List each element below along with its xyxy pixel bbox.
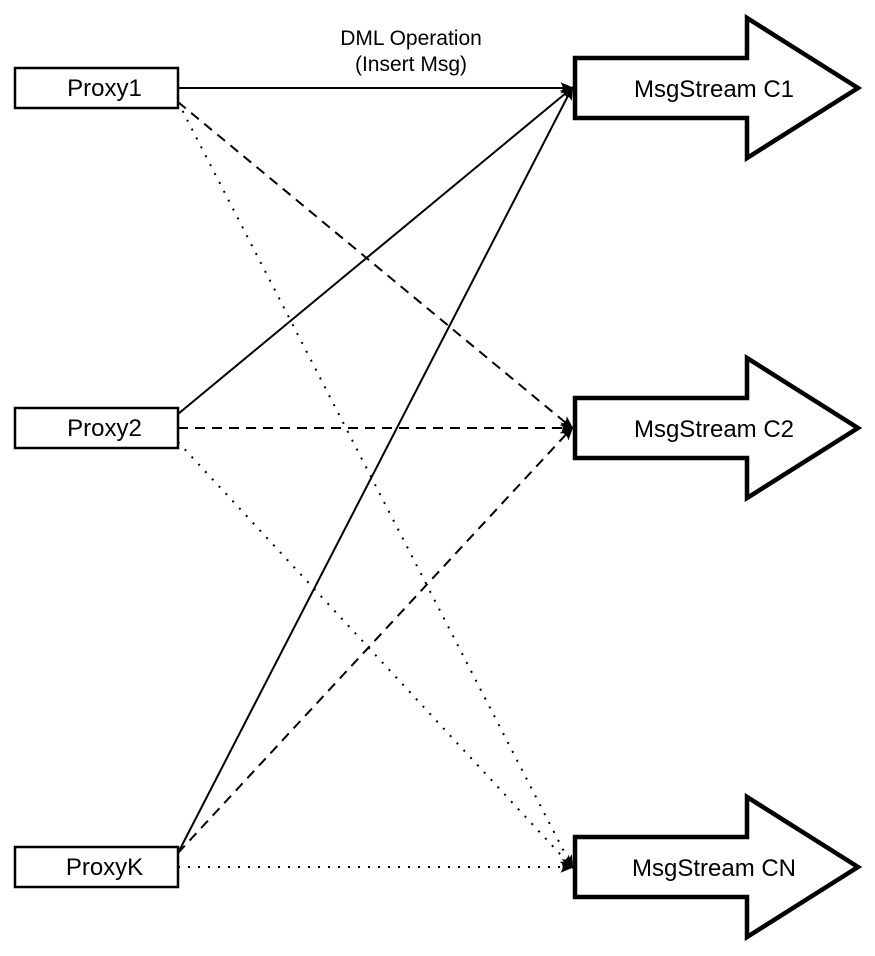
- proxy-label-proxy1: Proxy1: [67, 75, 142, 102]
- stream-node-cn: MsgStream CN: [572, 792, 863, 942]
- caption-line-1: DML Operation: [340, 27, 482, 50]
- edge-proxy2-cn: [177, 441, 574, 869]
- stream-node-c2: MsgStream C2: [572, 353, 863, 503]
- proxy-box-proxyk: [13, 845, 180, 889]
- proxy-box-proxy2: [13, 406, 180, 450]
- stream-arrow-c2: [572, 353, 863, 503]
- edge-proxyk-c1: [177, 85, 574, 854]
- caption-line-2: (Insert Msg): [355, 53, 467, 76]
- stream-label-c1: MsgStream C1: [634, 76, 794, 103]
- proxy-label-proxyk: ProxyK: [66, 854, 143, 881]
- edges-layer: [177, 82, 575, 873]
- proxy-box-proxy1: [13, 66, 180, 110]
- edge-proxy2-c1: [177, 86, 574, 415]
- stream-arrow-c1: [572, 13, 863, 163]
- edge-proxy1-cn: [177, 101, 574, 870]
- proxy-node-proxyk: ProxyK: [13, 845, 180, 889]
- stream-node-c1: MsgStream C1: [572, 13, 863, 163]
- proxy-label-proxy2: Proxy2: [67, 415, 142, 442]
- proxy-node-proxy2: Proxy2: [13, 406, 180, 450]
- edge-proxy1-c2: [177, 101, 574, 430]
- proxy-node-proxy1: Proxy1: [13, 66, 180, 110]
- stream-arrow-cn: [572, 792, 863, 942]
- stream-label-cn: MsgStream CN: [632, 855, 796, 882]
- stream-label-c2: MsgStream C2: [634, 416, 794, 443]
- edge-proxyk-c2: [177, 426, 574, 854]
